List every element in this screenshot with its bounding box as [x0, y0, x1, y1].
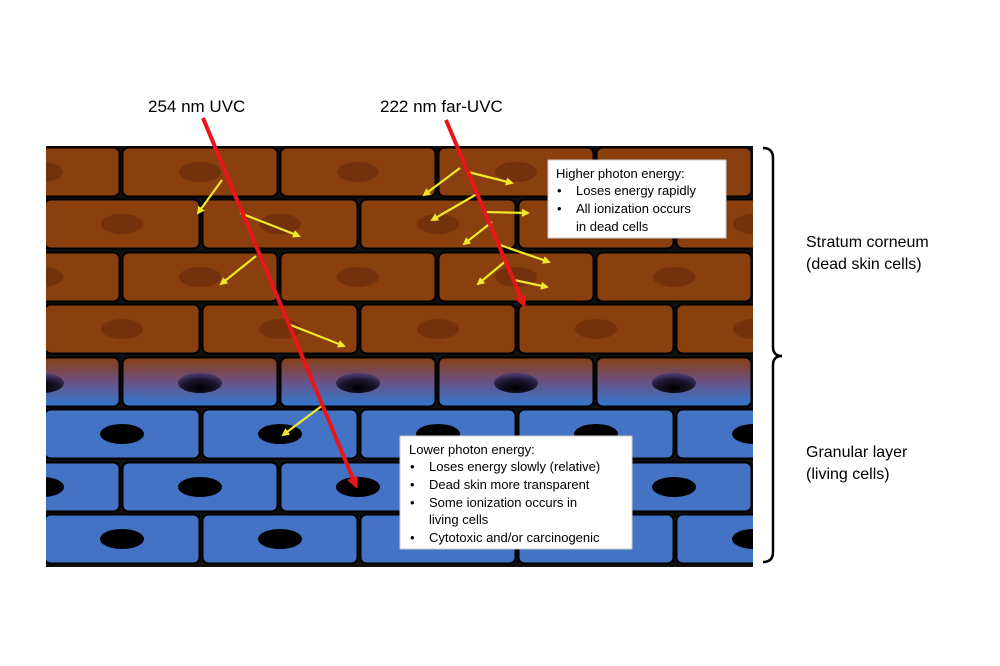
- dead-cell-nucleus: [337, 267, 379, 287]
- scatter-arrow: [476, 259, 508, 286]
- bullet-mark: •: [557, 183, 562, 198]
- dead-cell-nucleus: [46, 162, 63, 182]
- dead-cell-nucleus: [179, 267, 221, 287]
- bullet-mark: •: [557, 201, 562, 216]
- beam-222-label: 222 nm far-UVC: [380, 97, 503, 116]
- dead-cell: [46, 251, 121, 303]
- cell-nucleus: [100, 529, 144, 549]
- dead-cell-nucleus: [259, 214, 301, 234]
- scatter-arrow: [239, 211, 301, 238]
- dead-cell-nucleus: [417, 214, 459, 234]
- dead-cell-nucleus: [337, 162, 379, 182]
- callout-low-bullet: Some ionization occurs in: [429, 495, 577, 510]
- callout-high-bullet: All ionization occurs: [576, 201, 691, 216]
- callout-high-bullet: in dead cells: [576, 219, 649, 234]
- granular-layer-sublabel: (living cells): [806, 466, 890, 483]
- granular-layer-label: Granular layer: [806, 444, 908, 461]
- scatter-arrow: [499, 243, 551, 264]
- bullet-mark: •: [410, 459, 415, 474]
- scatter-arrow: [196, 179, 223, 215]
- beam-254-label: 254 nm UVC: [148, 97, 245, 116]
- callout-high-bullet: Loses energy rapidly: [576, 183, 696, 198]
- beam-lines: [201, 117, 527, 489]
- scatter-arrow: [467, 170, 514, 186]
- cell-nucleus: [494, 373, 538, 393]
- callout-low-bullet: Cytotoxic and/or carcinogenic: [429, 530, 600, 545]
- dead-cell-nucleus: [495, 162, 537, 182]
- layer-brace: [762, 146, 783, 564]
- dead-cell-nucleus: [811, 162, 853, 182]
- cell-nucleus: [336, 477, 380, 497]
- scatter-arrows: [196, 167, 551, 437]
- stratum-corneum-sublabel: (dead skin cells): [806, 256, 922, 273]
- dead-cell-nucleus: [101, 319, 143, 339]
- dead-cell: [46, 356, 121, 408]
- dead-cell: [675, 303, 753, 355]
- scatter-arrow: [483, 208, 530, 217]
- beam-254-arrow: [201, 117, 359, 489]
- living-cell: [46, 461, 121, 513]
- scatter-arrow: [219, 255, 257, 286]
- living-cell: [675, 408, 753, 460]
- bullet-mark: •: [410, 495, 415, 510]
- cell-nucleus: [46, 477, 64, 497]
- cell-nucleus: [652, 477, 696, 497]
- cell-nucleus: [178, 373, 222, 393]
- cell-nucleus: [46, 373, 64, 393]
- cell-nucleus: [336, 373, 380, 393]
- bullet-mark: •: [410, 530, 415, 545]
- dead-cell: [755, 148, 910, 197]
- stratum-corneum-label: Stratum corneum: [806, 234, 929, 251]
- dead-cell-nucleus: [733, 214, 753, 234]
- callout-low-energy: Lower photon energy: • Loses energy slow…: [399, 435, 633, 550]
- callout-low-bullet: Dead skin more transparent: [429, 477, 590, 492]
- dead-cell: [46, 146, 121, 198]
- dead-cell-nucleus: [101, 214, 143, 234]
- cell-nucleus: [652, 373, 696, 393]
- dead-cell-nucleus: [575, 319, 617, 339]
- dead-cell-nucleus: [179, 162, 221, 182]
- callout-low-bullet: living cells: [429, 512, 489, 527]
- cell-nucleus: [258, 529, 302, 549]
- scatter-arrow: [422, 167, 461, 197]
- living-cell: [675, 513, 753, 565]
- dead-cell-nucleus: [46, 267, 63, 287]
- scatter-arrow: [430, 193, 478, 222]
- cell-nucleus: [178, 477, 222, 497]
- cell-nucleus: [810, 373, 854, 393]
- scatter-arrow: [462, 221, 493, 246]
- bullet-mark: •: [410, 477, 415, 492]
- dead-cell-nucleus: [733, 319, 753, 339]
- callout-high-title: Higher photon energy:: [556, 166, 685, 181]
- dead-cell-nucleus: [417, 319, 459, 339]
- beam-222-arrow: [444, 119, 527, 308]
- callout-low-title: Lower photon energy:: [409, 442, 535, 457]
- scatter-arrow: [513, 278, 549, 290]
- scatter-arrow: [281, 404, 324, 437]
- callout-high-energy: Higher photon energy: • Loses energy rap…: [547, 159, 727, 239]
- dead-cell-nucleus: [653, 267, 695, 287]
- scatter-arrow: [287, 322, 346, 348]
- cell-nucleus: [732, 424, 753, 444]
- cell-nucleus: [100, 424, 144, 444]
- dead-cell: [755, 358, 910, 407]
- cell-nucleus: [732, 529, 753, 549]
- callout-low-bullet: Loses energy slowly (relative): [429, 459, 600, 474]
